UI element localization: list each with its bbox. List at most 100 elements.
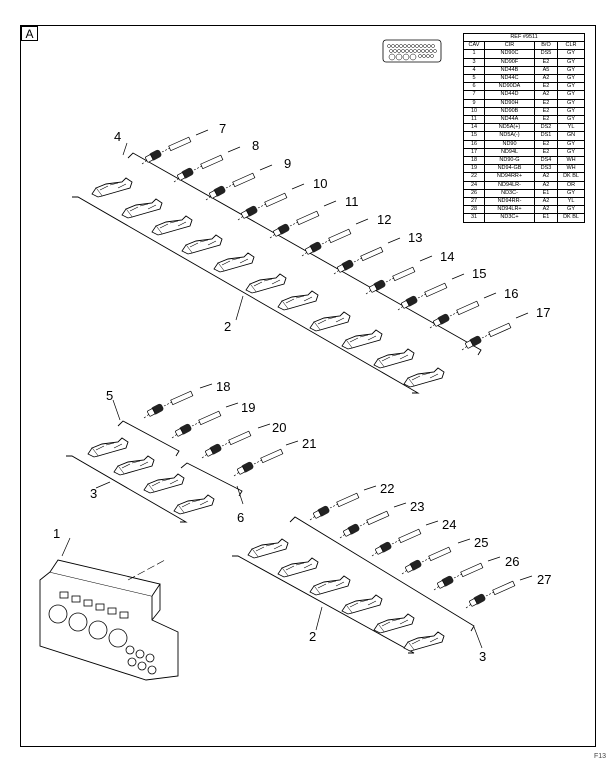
callout-1: 1 (53, 526, 60, 541)
cell-cir: ND90C (484, 49, 535, 59)
callout-9: 9 (284, 156, 291, 171)
cell-clr: GY (556, 188, 586, 199)
header-cir: CIR (484, 41, 535, 51)
table-title: REF #9511 (462, 32, 586, 43)
cell-cir: ND94LR+ (484, 205, 535, 215)
cell-clr: GY (556, 147, 586, 158)
callout-6: 6 (237, 510, 244, 525)
cell-cir: ND5A(-) (484, 131, 535, 141)
callout-5: 5 (106, 388, 113, 403)
cell-clr: DK BL (556, 213, 586, 223)
callout-21: 21 (302, 436, 316, 451)
cell-cir: ND44A (484, 115, 535, 125)
cell-bo: A2 (534, 172, 558, 182)
callout-7: 7 (219, 121, 226, 136)
cell-cav: 7 (463, 90, 485, 100)
cell-cav: 10 (463, 106, 485, 117)
cell-cir: ND3C+ (484, 213, 535, 223)
cell-bo: A5 (534, 65, 558, 76)
cell-cav: 4 (463, 65, 485, 76)
cell-cav: 6 (463, 82, 485, 92)
header-clr: CLR (556, 41, 586, 51)
cell-cir: ND94RR+ (484, 172, 535, 182)
cell-cir: ND90-G (484, 156, 535, 166)
callout-25: 25 (474, 535, 488, 550)
cell-bo: A2 (534, 90, 558, 100)
callout-23: 23 (410, 499, 424, 514)
cell-cav: 17 (463, 147, 485, 158)
corner-mark: F13 (593, 753, 606, 760)
cell-clr: WH (556, 164, 586, 174)
cell-bo: A2 (534, 74, 558, 84)
callout-3b: 3 (479, 649, 486, 664)
cell-bo: DS3 (534, 164, 558, 174)
cell-clr: YL (556, 123, 586, 133)
cell-cav: 16 (463, 139, 485, 149)
cell-cav: 15 (463, 131, 485, 141)
cell-bo: DS4 (534, 156, 558, 166)
callout-13: 13 (408, 230, 422, 245)
callout-17: 17 (536, 305, 550, 320)
cell-cav: 28 (463, 205, 485, 215)
cell-clr: GY (556, 106, 586, 117)
cell-bo: E2 (534, 57, 558, 67)
callout-14: 14 (440, 249, 454, 264)
connector-face-icon (382, 39, 442, 63)
cell-cav: 19 (463, 164, 485, 174)
cell-cir: ND90B (484, 106, 535, 117)
callout-8: 8 (252, 138, 259, 153)
cell-cav: 27 (463, 197, 485, 207)
cell-clr: GN (556, 131, 586, 141)
cell-cir: ND94-GB (484, 164, 535, 174)
cell-bo: DS5 (534, 49, 558, 59)
cell-bo: E1 (534, 188, 558, 199)
cell-cir: ND5A(+) (484, 123, 535, 133)
callout-16: 16 (504, 286, 518, 301)
cell-clr: DK BL (556, 172, 586, 182)
callout-18: 18 (216, 379, 230, 394)
cell-cav: 5 (463, 74, 485, 84)
cell-bo: DS1 (534, 131, 558, 141)
callout-22: 22 (380, 481, 394, 496)
cell-cav: 3 (463, 57, 485, 67)
callout-2b: 2 (309, 629, 316, 644)
callout-2a: 2 (224, 319, 231, 334)
cell-bo: E1 (534, 213, 558, 223)
callout-4: 4 (114, 129, 121, 144)
cell-bo: E2 (534, 147, 558, 158)
terminal-set-middle (66, 383, 299, 523)
panel-label: A (21, 26, 38, 41)
callout-26: 26 (505, 554, 519, 569)
cell-cav: 18 (463, 156, 485, 166)
callout-24: 24 (442, 517, 456, 532)
cell-bo: A2 (534, 205, 558, 215)
cell-bo: E2 (534, 139, 558, 149)
header-bo: B/O (534, 41, 558, 51)
cell-cir: ND3C- (484, 188, 535, 199)
cell-bo: E2 (534, 98, 558, 108)
cell-cav: 1 (463, 49, 485, 59)
terminal-set-bottom (232, 485, 533, 654)
callout-3a: 3 (90, 486, 97, 501)
cell-clr: GY (556, 57, 586, 67)
cell-clr: GY (556, 205, 586, 215)
cell-cir: ND94LR- (484, 180, 535, 190)
cell-cav: 11 (463, 115, 485, 125)
cell-clr: WH (556, 156, 586, 166)
cell-clr: YL (556, 197, 586, 207)
cell-clr: GY (556, 49, 586, 59)
